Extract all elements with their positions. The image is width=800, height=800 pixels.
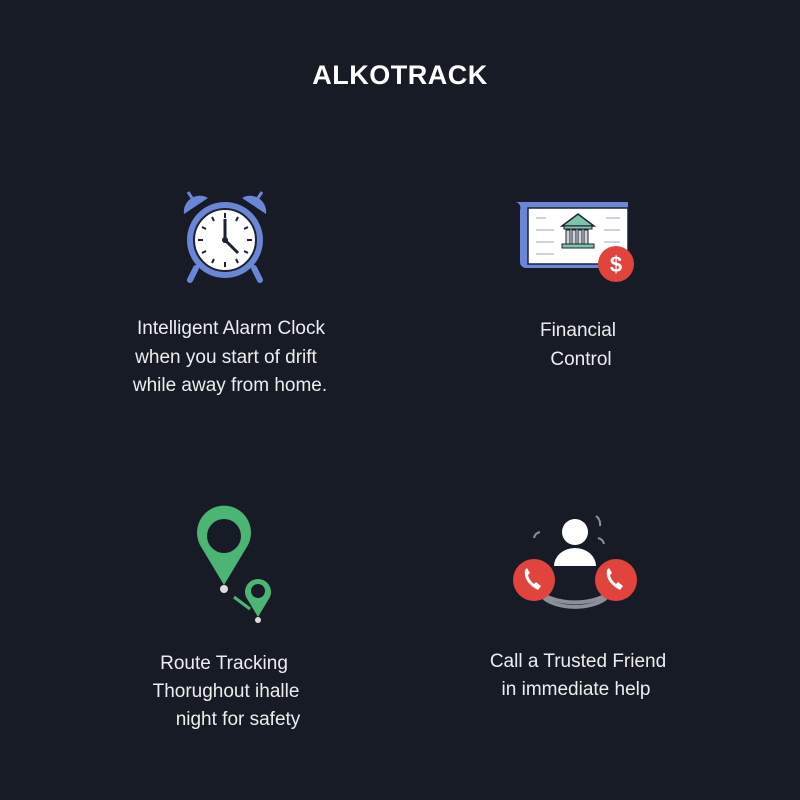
call-friend-icon — [513, 515, 637, 609]
feature-text: Control — [550, 349, 612, 370]
bank-check-icon: $ — [516, 202, 634, 282]
alarm-clock-icon — [183, 191, 267, 283]
feature-text: in immediate help — [501, 679, 651, 700]
svg-text:$: $ — [610, 252, 622, 277]
feature-text: night for safety — [175, 709, 301, 730]
feature-text: when you start of drift — [135, 347, 317, 368]
feature-text: Thorughout ihalle — [152, 681, 300, 702]
location-pin-icon — [197, 505, 271, 623]
feature-text: Intelligent Alarm Clock — [137, 318, 325, 339]
feature-text: Call a Trusted Friend — [489, 651, 667, 672]
feature-text: while away from home. — [132, 375, 328, 396]
feature-text: Financial — [539, 320, 617, 341]
app-title: ALKOTRACK — [312, 60, 488, 90]
feature-text: Route Tracking — [160, 653, 288, 674]
